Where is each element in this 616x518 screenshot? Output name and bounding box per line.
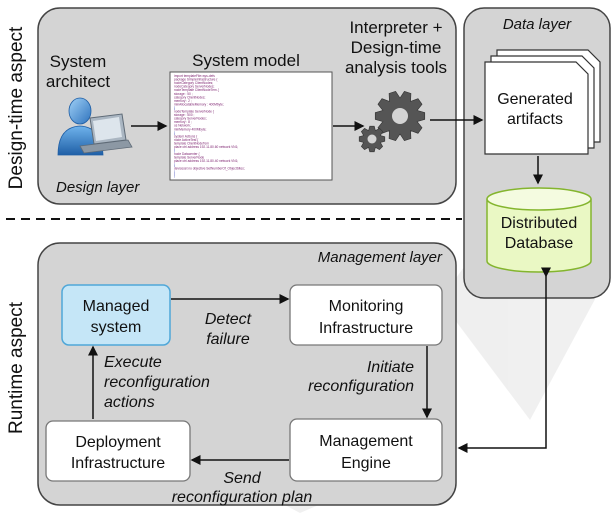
monitoring-label-line2: Infrastructure xyxy=(319,320,413,337)
engine-label-line2: Engine xyxy=(341,455,391,472)
code-line: place ctrl address 192.11.80.40 network … xyxy=(174,159,238,163)
code-line: memory : 2 ; xyxy=(174,99,192,103)
architect-icon xyxy=(57,97,133,156)
arrow-database-engine xyxy=(457,267,551,453)
monitoring-label-line1: Monitoring xyxy=(329,298,404,315)
detect-label-line2: failure xyxy=(206,331,250,348)
design-layer-label: Design layer xyxy=(56,179,140,196)
system-model-title: System model xyxy=(192,51,300,70)
initiate-label-line2: reconfiguration xyxy=(308,378,414,395)
code-line: minMemory 400Mbyte; xyxy=(174,127,207,131)
generated-artifacts-icon xyxy=(484,49,601,155)
detect-label-line1: Detect xyxy=(205,311,252,328)
architect-label-line1: System xyxy=(50,52,107,71)
deployment-label-line2: Infrastructure xyxy=(71,455,165,472)
interpreter-label-line1: Interpreter + xyxy=(349,18,442,37)
code-line: memory : 8 ; xyxy=(174,120,192,124)
code-line: storage : 50 ; xyxy=(174,92,193,96)
code-line: import templateFile=sys-defs xyxy=(174,74,215,78)
deployment-label-line1: Deployment xyxy=(75,434,161,451)
code-line: node ActiveTest { xyxy=(174,138,199,142)
architect-label-line2: architect xyxy=(46,72,111,91)
engine-label-line1: Management xyxy=(319,433,413,450)
execute-label-line2: reconfiguration xyxy=(104,374,210,391)
gear-hole xyxy=(392,108,408,124)
gear-large-icon xyxy=(374,91,426,141)
code-line: } xyxy=(174,170,175,174)
gear-small-icon xyxy=(358,125,386,153)
deployment-infrastructure-box xyxy=(45,420,191,482)
execute-label-line3: actions xyxy=(104,394,155,411)
code-line: nodeCategory ServerNodes; xyxy=(174,85,215,89)
initiate-label-line1: Initiate xyxy=(367,359,414,376)
code-line: } xyxy=(174,131,175,135)
monitoring-infrastructure-box xyxy=(289,284,443,346)
code-line: minAllocatableMemory : 400Mbyte; xyxy=(174,102,224,106)
code-line: category ClientNodes; xyxy=(174,95,205,99)
code-line: category ServerNodes; xyxy=(174,117,207,121)
management-layer-label: Management layer xyxy=(318,249,443,266)
management-engine-box xyxy=(289,418,443,482)
code-line: node Datacenter { xyxy=(174,152,200,156)
code-line: deviceset no objective SetNumberOf_Objec… xyxy=(174,166,245,170)
artifacts-label-line1: Generated xyxy=(497,91,573,108)
database-label-line1: Distributed xyxy=(501,215,577,232)
database-label-line2: Database xyxy=(505,235,574,252)
code-line: nodeTemplate ClientNodeTem { xyxy=(174,88,220,92)
managed-system-label-line2: system xyxy=(91,319,142,336)
send-label-line2: reconfiguration plan xyxy=(172,489,313,506)
interpreter-label-line3: analysis tools xyxy=(345,58,447,77)
interpreter-label-line2: Design-time xyxy=(351,38,442,57)
code-line: nodeTemplate ServerNode { xyxy=(174,110,215,114)
database-icon xyxy=(486,187,592,273)
code-line: template ClientNodeTem xyxy=(174,141,209,145)
code-line: package SimpleInfrastructure { xyxy=(174,78,218,82)
code-line: system Actions { xyxy=(174,134,198,138)
code-line: storage : 500 ; xyxy=(174,113,194,117)
managed-system-box xyxy=(61,284,171,346)
code-line: } xyxy=(174,163,175,167)
artifacts-label-line2: artifacts xyxy=(507,111,563,128)
code-line: os Network; xyxy=(174,124,191,128)
code-line: place ctrl address 192.11.80.60 network … xyxy=(174,145,238,149)
design-time-aspect-label: Design-time aspect xyxy=(6,26,27,189)
execute-label-line1: Execute xyxy=(104,354,162,371)
managed-system-label-line1: Managed xyxy=(83,298,150,315)
code-line: nodeCategory ClientNodes; xyxy=(174,81,213,85)
code-line: template ServerNode xyxy=(174,156,204,160)
code-line: } xyxy=(174,106,175,110)
send-label-line1: Send xyxy=(223,470,261,487)
code-line: } xyxy=(174,173,175,177)
runtime-aspect-label: Runtime aspect xyxy=(6,301,27,434)
code-line: } xyxy=(174,149,175,153)
gear-hole xyxy=(367,134,377,144)
data-layer-label: Data layer xyxy=(503,16,572,33)
